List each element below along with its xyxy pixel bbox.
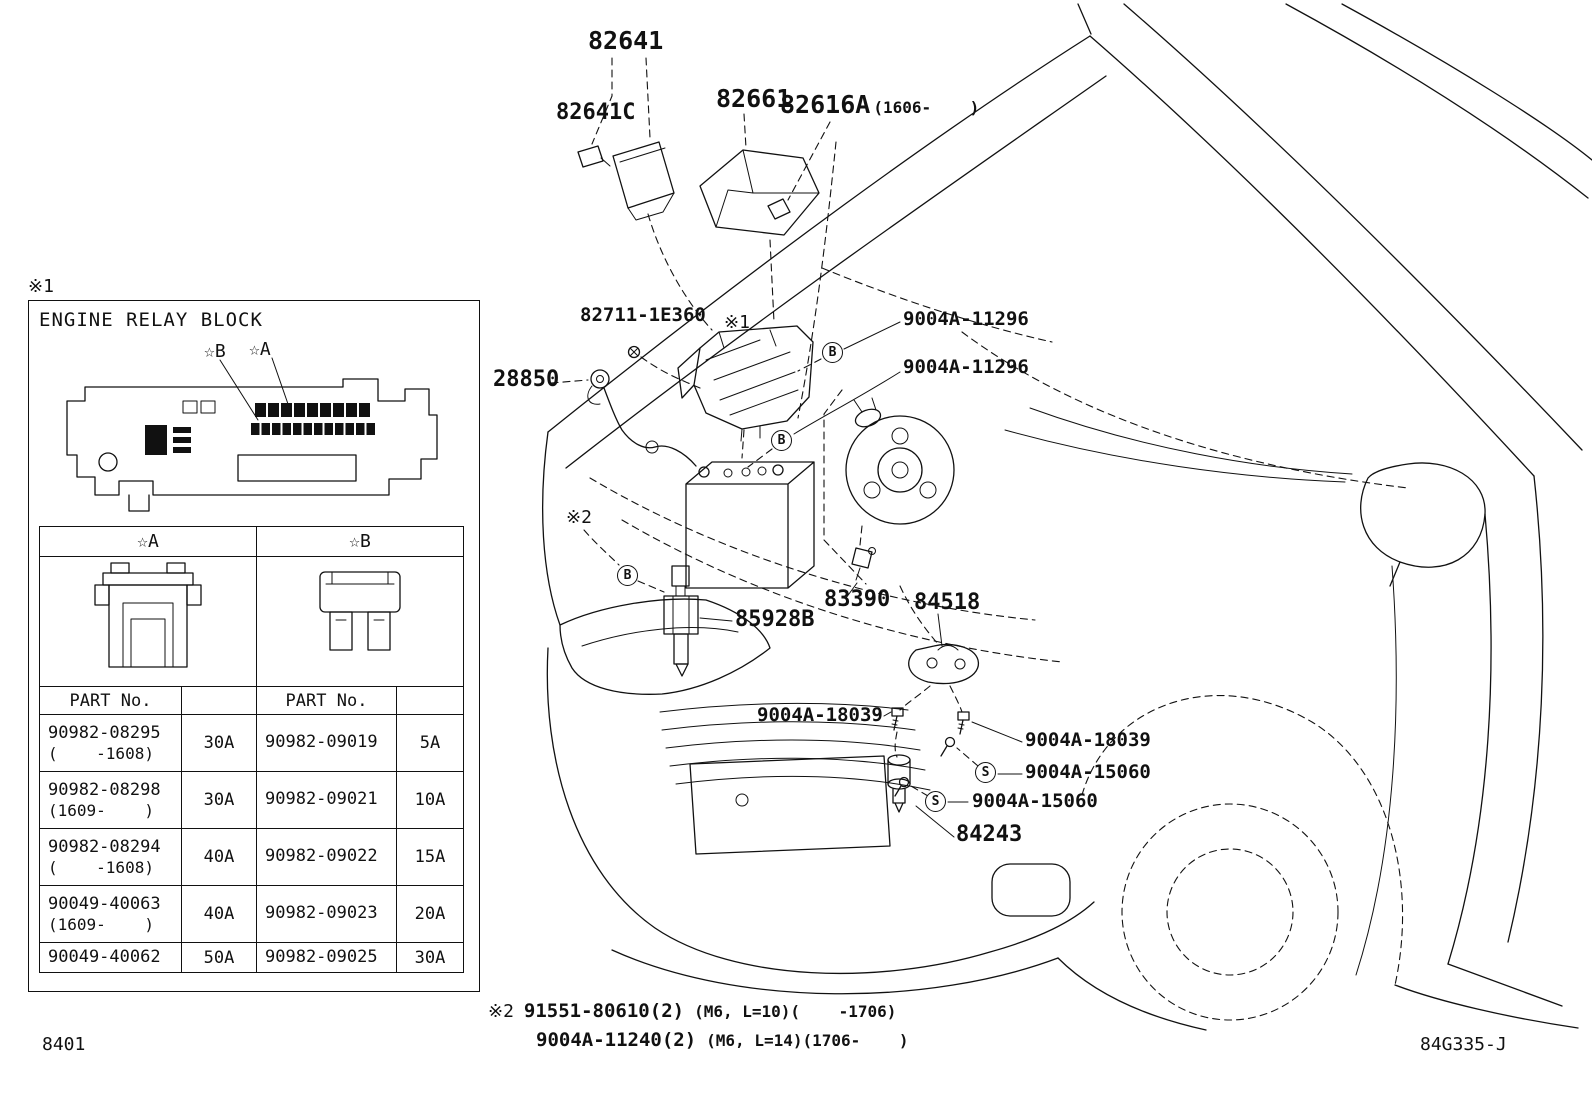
panel-title: ENGINE RELAY BLOCK — [39, 309, 263, 331]
table-row: 90982-08294( -1608) 40A 90982-09022 15A — [39, 828, 464, 886]
figure-code: 84G335-J — [1420, 1034, 1507, 1055]
drawing-number: 8401 — [42, 1034, 86, 1055]
panel-ref-mark: ※1 — [28, 276, 54, 297]
ref-mark-1: ※1 — [724, 312, 750, 333]
fuse-b-cell — [256, 556, 464, 687]
note-ref-mark: ※2 — [488, 1001, 514, 1022]
amp-cell: 10A — [396, 771, 464, 829]
relay-block-illustration — [66, 378, 438, 512]
table-row: 90982-08298(1609- ) 30A 90982-09021 10A — [39, 771, 464, 829]
marker-star-b: ☆B — [204, 341, 226, 362]
callout-82641C: 82641C — [556, 100, 636, 125]
amp-cell: 30A — [181, 714, 257, 772]
part-cell: 90982-08298(1609- ) — [39, 771, 182, 829]
note-detail: (M6, L=10)( -1706) — [694, 1002, 897, 1021]
part-no-header-b: PART No. — [256, 686, 397, 715]
amp-cell: 50A — [181, 942, 257, 973]
fuse-a-cell — [39, 556, 257, 687]
callout-82711-1E360: 82711-1E360 — [580, 304, 706, 326]
fuse-type-a-icon — [94, 562, 202, 668]
callout-83390: 83390 — [824, 587, 891, 612]
table-row: 90049-40062 50A 90982-09025 30A — [39, 942, 464, 973]
part-cell: 90982-09025 — [256, 942, 397, 973]
amp-cell: 40A — [181, 828, 257, 886]
callout-82616A-date: (1606- ) — [873, 98, 980, 117]
part-cell: 90982-08295( -1608) — [39, 714, 182, 772]
part-cell: 90982-09022 — [256, 828, 397, 886]
callout-9004A-18039-a: 9004A-18039 — [757, 704, 883, 726]
table-row: 90982-08295( -1608) 30A 90982-09019 5A — [39, 714, 464, 772]
amp-header-b — [396, 686, 464, 715]
amp-cell: 15A — [396, 828, 464, 886]
fuse-type-b-icon — [319, 571, 401, 651]
callout-9004A-15060-b: 9004A-15060 — [972, 790, 1098, 812]
amp-cell: 30A — [181, 771, 257, 829]
callout-85928B: 85928B — [735, 607, 815, 632]
callout-9004A-15060-a: 9004A-15060 — [1025, 761, 1151, 783]
note-detail: (M6, L=14)(1706- ) — [706, 1031, 909, 1050]
amp-cell: 20A — [396, 885, 464, 943]
part-cell: 90982-08294( -1608) — [39, 828, 182, 886]
amp-cell: 40A — [181, 885, 257, 943]
column-header-b: ☆B — [256, 526, 464, 557]
callout-28850: 28850 — [493, 367, 560, 392]
note-part-number: 9004A-11240(2) — [536, 1029, 697, 1051]
callout-9004A-11296-a: 9004A-11296 — [903, 308, 1029, 330]
engine-relay-block-panel: ENGINE RELAY BLOCK ☆B ☆A ☆A ☆B — [28, 300, 480, 992]
note-part-number: 91551-80610(2) — [523, 1000, 685, 1022]
column-header-a: ☆A — [39, 526, 257, 557]
callout-82641: 82641 — [588, 26, 664, 55]
callout-84243: 84243 — [956, 822, 1023, 847]
amp-cell: 5A — [396, 714, 464, 772]
marker-star-a: ☆A — [249, 339, 271, 360]
part-cell: 90982-09019 — [256, 714, 397, 772]
part-cell: 90982-09023 — [256, 885, 397, 943]
part-cell: 90049-40062 — [39, 942, 182, 973]
table-row: 90049-40063(1609- ) 40A 90982-09023 20A — [39, 885, 464, 943]
part-cell: 90982-09021 — [256, 771, 397, 829]
fuse-part-table: ☆A ☆B — [39, 526, 464, 973]
fastener-note-line-2: 9004A-11240(2) (M6, L=14)(1706- ) — [536, 1029, 908, 1051]
callout-9004A-11296-b: 9004A-11296 — [903, 356, 1029, 378]
callout-84518: 84518 — [914, 590, 981, 615]
callout-82616A: 82616A — [780, 90, 871, 119]
callout-82661: 82661 — [716, 84, 792, 113]
fastener-note-line-1: ※2 91551-80610(2) (M6, L=10)( -1706) — [488, 1000, 896, 1022]
circle-letter-b: B — [617, 565, 638, 586]
amp-header-a — [181, 686, 257, 715]
amp-cell: 30A — [396, 942, 464, 973]
circle-letter-s: S — [925, 791, 946, 812]
circle-letter-b: B — [822, 342, 843, 363]
circle-letter-s: S — [975, 762, 996, 783]
ref-mark-2: ※2 — [566, 507, 592, 528]
callout-9004A-18039-b: 9004A-18039 — [1025, 729, 1151, 751]
circle-letter-b: B — [771, 430, 792, 451]
part-no-header-a: PART No. — [39, 686, 182, 715]
callout-82616A-group: 82616A (1606- ) — [780, 92, 979, 117]
part-cell: 90049-40063(1609- ) — [39, 885, 182, 943]
